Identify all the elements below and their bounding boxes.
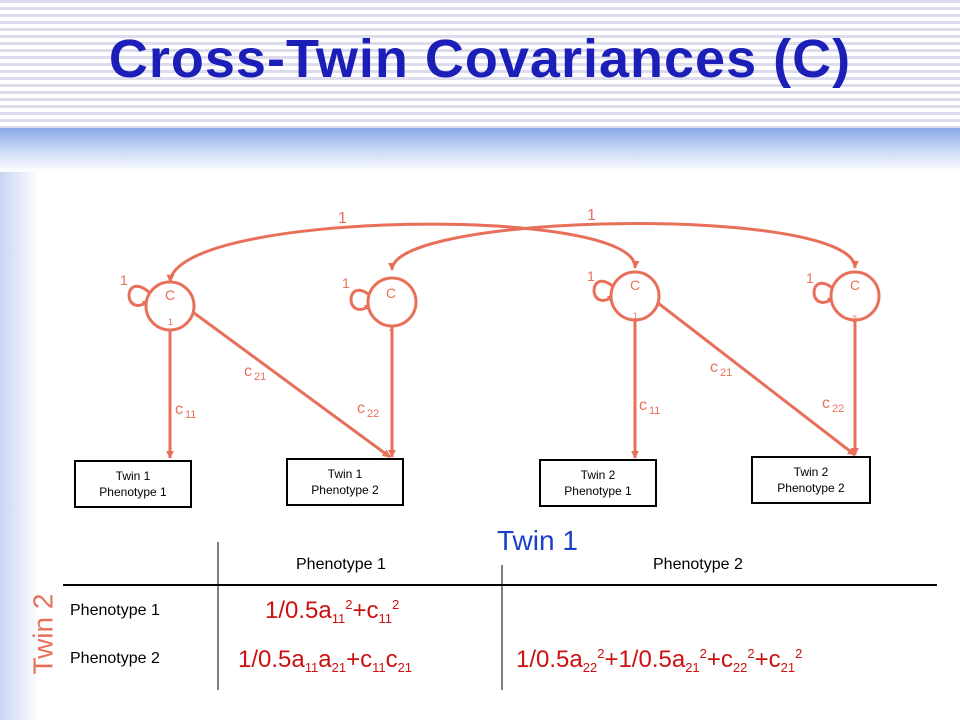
table-row-label-phenotype1: Phenotype 1: [70, 602, 160, 619]
factor-c1-twin1: [144, 280, 196, 332]
variance-label-3: 1: [587, 268, 595, 284]
phenotype-box-twin1-p2: Twin 1 Phenotype 2: [286, 458, 404, 506]
factor-index-4: 2: [852, 314, 857, 324]
phenotype-box-line2: Phenotype 1: [99, 485, 167, 499]
formula-text: 1/0.5a: [238, 646, 305, 673]
formula-superscript: 2: [747, 646, 755, 661]
table-col-header-phenotype1: Phenotype 1: [296, 556, 386, 573]
phenotype-box-line1: Twin 2: [580, 468, 616, 482]
formula-superscript: 2: [345, 597, 353, 612]
variance-loop-3: [592, 279, 616, 303]
phenotype-box-twin2-p1: Twin 2 Phenotype 1: [539, 459, 657, 507]
path-c21-twin2: [657, 301, 856, 457]
factor-index-2: 2: [389, 323, 394, 333]
formula-subscript: 11: [372, 660, 386, 675]
formula-subscript: 21: [780, 660, 796, 675]
formula-text: +1/0.5a: [604, 646, 686, 673]
table-col-header-phenotype2: Phenotype 2: [653, 556, 743, 573]
variance-loop-4: [812, 281, 836, 305]
factor-index-1: 1: [168, 317, 173, 327]
factor-c1-twin2: [609, 270, 661, 322]
factor-letter-3: C: [630, 277, 640, 293]
factor-letter-4: C: [850, 277, 860, 293]
twin1-column-label: Twin 1: [497, 525, 578, 556]
formula-subscript: 22: [732, 660, 748, 675]
slide-title: Cross-Twin Covariances (C): [108, 29, 852, 89]
phenotype-box-line1: Twin 1: [327, 467, 363, 481]
factor-letter-1: C: [165, 287, 175, 303]
formula-text: 1/0.5a: [516, 646, 583, 673]
formula-superscript: 2: [391, 597, 400, 612]
factor-c2-twin2: [829, 270, 881, 322]
formula-subscript: 11: [378, 611, 392, 626]
formula-text: +c: [352, 597, 379, 624]
formula-text: +c: [754, 646, 781, 673]
formula-subscript: 21: [331, 660, 347, 675]
header-stripes: [0, 0, 960, 128]
formula-subscript: 11: [331, 611, 346, 626]
formula-superscript: 2: [597, 646, 605, 661]
variance-label-4: 1: [806, 270, 814, 286]
title-underline-band: [0, 128, 960, 172]
phenotype-box-line1: Twin 2: [793, 465, 829, 479]
phenotype-box-line1: Twin 1: [115, 469, 151, 483]
formula-text: +c: [346, 646, 373, 673]
factor-index-3: 1: [633, 311, 638, 321]
phenotype-box-twin1-p1: Twin 1 Phenotype 1: [74, 460, 192, 508]
formula-text: a: [318, 646, 332, 673]
left-gradient-margin: [0, 172, 40, 720]
phenotype-box-line2: Phenotype 2: [777, 481, 845, 495]
table-cell-p2-p1: 1/0.5a11a21+c11c21: [238, 646, 412, 675]
formula-subscript: 21: [685, 660, 700, 675]
formula-superscript: 2: [699, 646, 707, 661]
cross-twin-arc-c2: [388, 222, 859, 271]
formula-text: c: [385, 646, 398, 673]
table-row-label-phenotype2: Phenotype 2: [70, 650, 160, 667]
formula-text: 1/0.5a: [265, 597, 332, 624]
table-cell-p2-p2: 1/0.5a222+1/0.5a212+c222+c212: [516, 646, 802, 675]
variance-loop-2: [349, 288, 373, 312]
formula-text: +c: [706, 646, 733, 673]
formula-subscript: 11: [304, 660, 319, 675]
phenotype-box-line2: Phenotype 2: [311, 483, 379, 497]
variance-label-1: 1: [120, 272, 128, 288]
path-c21-twin1: [189, 308, 391, 459]
formula-superscript: 2: [795, 646, 803, 661]
phenotype-box-line2: Phenotype 1: [564, 484, 632, 498]
phenotype-box-twin2-p2: Twin 2 Phenotype 2: [751, 456, 871, 504]
factor-letter-2: C: [386, 285, 396, 301]
formula-subscript: 21: [397, 660, 413, 675]
cross-arc-label-2: 1: [587, 207, 596, 224]
table-cell-p1-p1: 1/0.5a112+c112: [265, 597, 399, 626]
formula-subscript: 22: [582, 660, 598, 675]
cross-arc-label-1: 1: [338, 210, 347, 227]
cross-twin-arc-c1: [166, 222, 640, 283]
variance-label-2: 1: [342, 275, 350, 291]
variance-loop-1: [127, 284, 151, 308]
factor-c2-twin1: [366, 276, 418, 328]
